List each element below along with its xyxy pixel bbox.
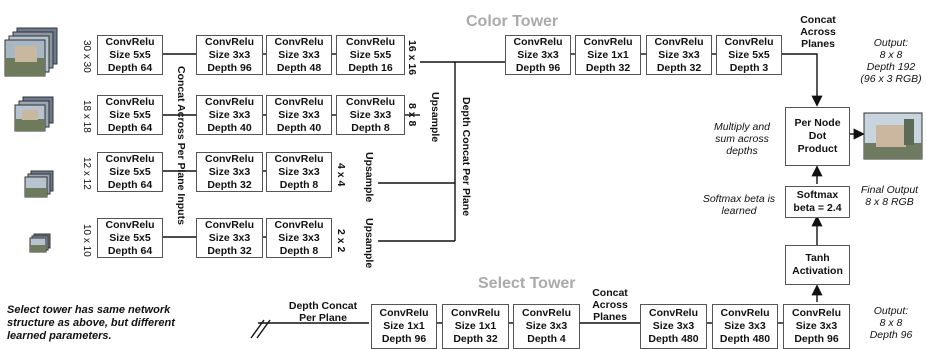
- select-depth-concat-label: Depth Concat Per Plane: [288, 300, 358, 324]
- row3-upsample-label: Upsample: [363, 152, 375, 203]
- depth-concat-per-plane-label: Depth Concat Per Plane: [460, 97, 472, 217]
- input-images: [4, 27, 58, 253]
- softmax-note: Softmax beta is learned: [702, 193, 776, 217]
- output-image: [863, 112, 923, 160]
- row4-upsample-label: Upsample: [363, 218, 375, 269]
- color-output-label: Output: 8 x 8 Depth 192 (96 x 3 RGB): [860, 37, 922, 85]
- select-tower-note: Select tower has same network structure …: [7, 304, 175, 342]
- row4-size-label: 10 x 10: [81, 224, 92, 257]
- select-concat-across-planes-label: Concat Across Planes: [592, 287, 628, 323]
- select-output-label: Output: 8 x 8 Depth 96: [869, 305, 913, 341]
- select-tower-title: Select Tower: [478, 275, 576, 292]
- multiply-note: Multiply and sum across depths: [713, 121, 771, 157]
- concat-across-per-plane-label: Concat Across Per Plane Inputs: [175, 66, 187, 225]
- row4-out-label: 2 x 2: [335, 229, 347, 253]
- row2-size-label: 18 x 18: [81, 100, 92, 133]
- final-output-label: Final Output 8 x 8 RGB: [860, 184, 919, 208]
- concat-across-planes-label: Concat Across Planes: [800, 14, 836, 50]
- color-tower-title: Color Tower: [466, 13, 559, 30]
- row2-out-label: 8 x 8: [406, 103, 418, 127]
- row2-upsample-label: Upsample: [429, 92, 441, 143]
- row3-out-label: 4 x 4: [335, 163, 347, 187]
- row1-out-label: 16 x 16: [406, 40, 418, 76]
- row3-size-label: 12 x 12: [81, 157, 92, 190]
- row1-size-label: 30 x 30: [81, 40, 92, 73]
